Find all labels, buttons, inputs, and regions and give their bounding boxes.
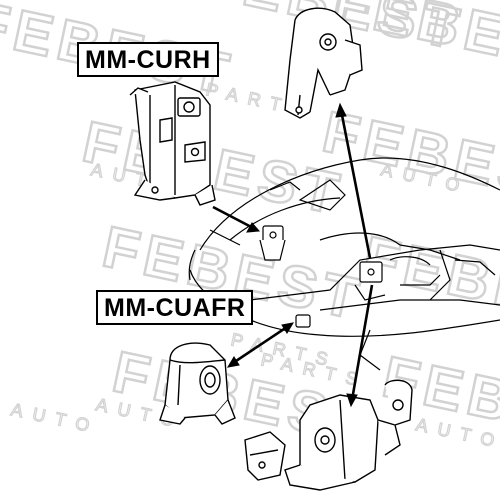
mount-mm-curh <box>129 81 216 206</box>
part-label-mm-curh: MM-CURH <box>77 42 219 77</box>
mount-lower-right <box>244 379 413 491</box>
mount-upper-right <box>284 7 363 119</box>
leader-arrows <box>212 102 374 408</box>
mount-mm-cuafr <box>159 342 236 425</box>
part-label-mm-cuafr: MM-CUAFR <box>96 290 254 325</box>
svg-text:FEBEST: FEBEST <box>317 99 500 218</box>
frame-mount-details <box>259 225 386 328</box>
svg-text:AUTO: AUTO <box>9 399 101 437</box>
svg-text:FEBEST: FEBEST <box>357 224 500 343</box>
